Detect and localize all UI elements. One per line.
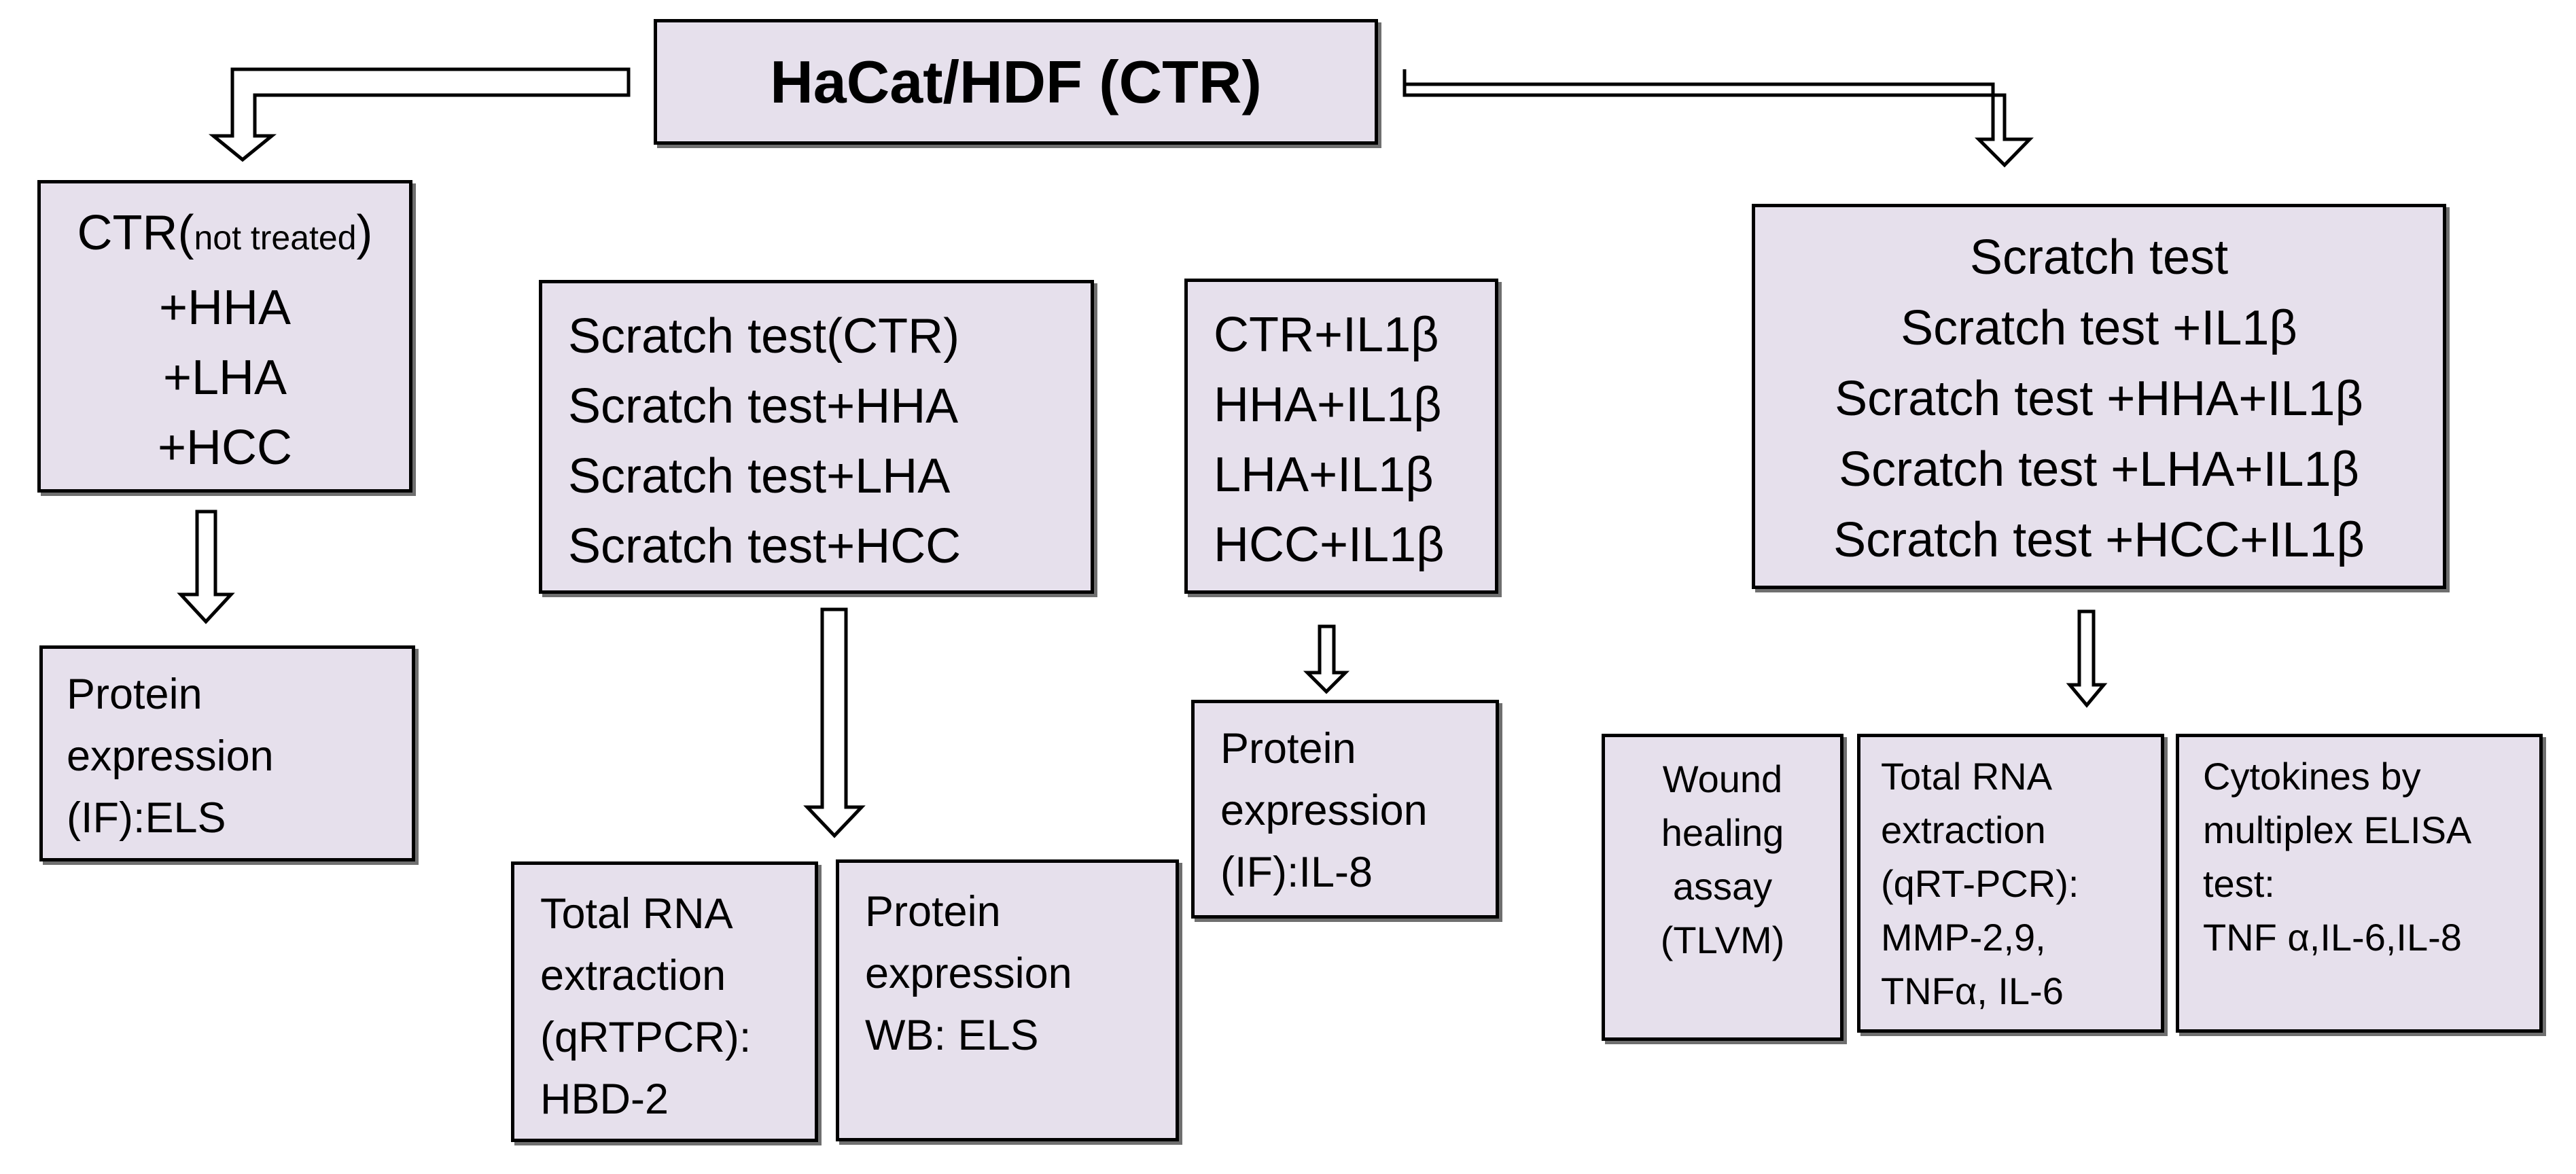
text-line: Total RNA bbox=[1881, 755, 2053, 798]
text-line: Scratch test+HCC bbox=[568, 519, 961, 573]
arrow-ctr-to-protein bbox=[177, 510, 235, 624]
wound-healing-box: Wound healing assay (TLVM) bbox=[1602, 734, 1843, 1041]
ctr-note: not treated bbox=[194, 219, 357, 257]
text-line: Cytokines by bbox=[2203, 755, 2421, 798]
text-line: TNF α,IL-6,IL-8 bbox=[2203, 916, 2462, 959]
arrow-scratch-to-outputs bbox=[803, 607, 866, 838]
ctr-group-box: CTR(not treated) +HHA +LHA +HCC bbox=[37, 180, 412, 493]
root-title: HaCat/HDF (CTR) bbox=[770, 48, 1262, 115]
text-line: Scratch test +HHA+IL1β bbox=[1835, 372, 2363, 426]
text-line: HHA+IL1β bbox=[1214, 378, 1442, 432]
arrow-scratch-il1b-to-outputs bbox=[2066, 609, 2108, 708]
ctr-prefix: CTR( bbox=[77, 206, 194, 260]
text-line: HCC+IL1β bbox=[1214, 518, 1445, 572]
text-line: Scratch test+HHA bbox=[568, 379, 959, 433]
text-line: expression bbox=[1220, 787, 1428, 834]
rna-mmp-box: Total RNA extraction (qRT-PCR): MMP-2,9,… bbox=[1857, 734, 2164, 1033]
arrow-root-to-ctr bbox=[208, 67, 631, 162]
text-line: Scratch test+LHA bbox=[568, 449, 951, 503]
text-line: MMP-2,9, bbox=[1881, 916, 2046, 959]
text-line: (qRTPCR): bbox=[540, 1014, 752, 1061]
text-line: healing bbox=[1661, 811, 1784, 854]
arrow-il1b-to-protein bbox=[1303, 624, 1350, 694]
text-line: Protein bbox=[1220, 725, 1356, 772]
cytokines-box: Cytokines by multiplex ELISA test: TNF α… bbox=[2176, 734, 2543, 1033]
text-line: (IF):IL-8 bbox=[1220, 849, 1373, 896]
ctr-item: +HHA bbox=[158, 281, 292, 335]
text-line: Total RNA bbox=[540, 890, 733, 938]
root-box: HaCat/HDF (CTR) bbox=[654, 19, 1378, 145]
ctr-heading: CTR(not treated) bbox=[41, 198, 409, 273]
text-line: Protein bbox=[67, 671, 202, 718]
text-line: multiplex ELISA bbox=[2203, 808, 2472, 851]
text-line: Scratch test +HCC+IL1β bbox=[1833, 513, 2365, 567]
protein-wb-els-box: Protein expression WB: ELS bbox=[836, 859, 1179, 1141]
ctr-item: +HCC bbox=[157, 421, 293, 475]
text-line: (qRT-PCR): bbox=[1881, 862, 2079, 905]
text-line: Wound bbox=[1662, 758, 1783, 800]
text-line: TNFα, IL-6 bbox=[1881, 970, 2064, 1012]
text-line: CTR+IL1β bbox=[1214, 308, 1439, 362]
protein-if-il8-box: Protein expression (IF):IL-8 bbox=[1191, 700, 1499, 919]
text-line: expression bbox=[67, 732, 274, 780]
text-line: test: bbox=[2203, 862, 2275, 905]
text-line: HBD-2 bbox=[540, 1075, 669, 1123]
text-line: Scratch test +IL1β bbox=[1901, 301, 2297, 355]
rna-hbd2-box: Total RNA extraction (qRTPCR): HBD-2 bbox=[511, 861, 818, 1142]
il1b-group-box: CTR+IL1β HHA+IL1β LHA+IL1β HCC+IL1β bbox=[1184, 279, 1498, 594]
text-line: Scratch test(CTR) bbox=[568, 309, 960, 363]
scratch-group-box: Scratch test(CTR) Scratch test+HHA Scrat… bbox=[539, 280, 1094, 594]
protein-if-els-box: Protein expression (IF):ELS bbox=[39, 645, 415, 861]
text-line: WB: ELS bbox=[865, 1012, 1039, 1059]
text-line: LHA+IL1β bbox=[1214, 448, 1434, 502]
text-line: extraction bbox=[1881, 808, 2046, 851]
text-line: (TLVM) bbox=[1660, 919, 1785, 961]
arrow-root-to-scratch-il1b bbox=[1402, 69, 2034, 168]
text-line: Scratch test +LHA+IL1β bbox=[1839, 442, 2359, 497]
text-line: Scratch test bbox=[1969, 230, 2229, 285]
ctr-item: +LHA bbox=[162, 351, 287, 405]
ctr-suffix: ) bbox=[356, 206, 373, 260]
text-line: expression bbox=[865, 950, 1072, 997]
text-line: Protein bbox=[865, 888, 1001, 936]
text-line: assay bbox=[1672, 865, 1773, 908]
text-line: extraction bbox=[540, 952, 726, 999]
text-line: (IF):ELS bbox=[67, 794, 226, 842]
scratch-il1b-group-box: Scratch test Scratch test +IL1β Scratch … bbox=[1752, 204, 2446, 589]
